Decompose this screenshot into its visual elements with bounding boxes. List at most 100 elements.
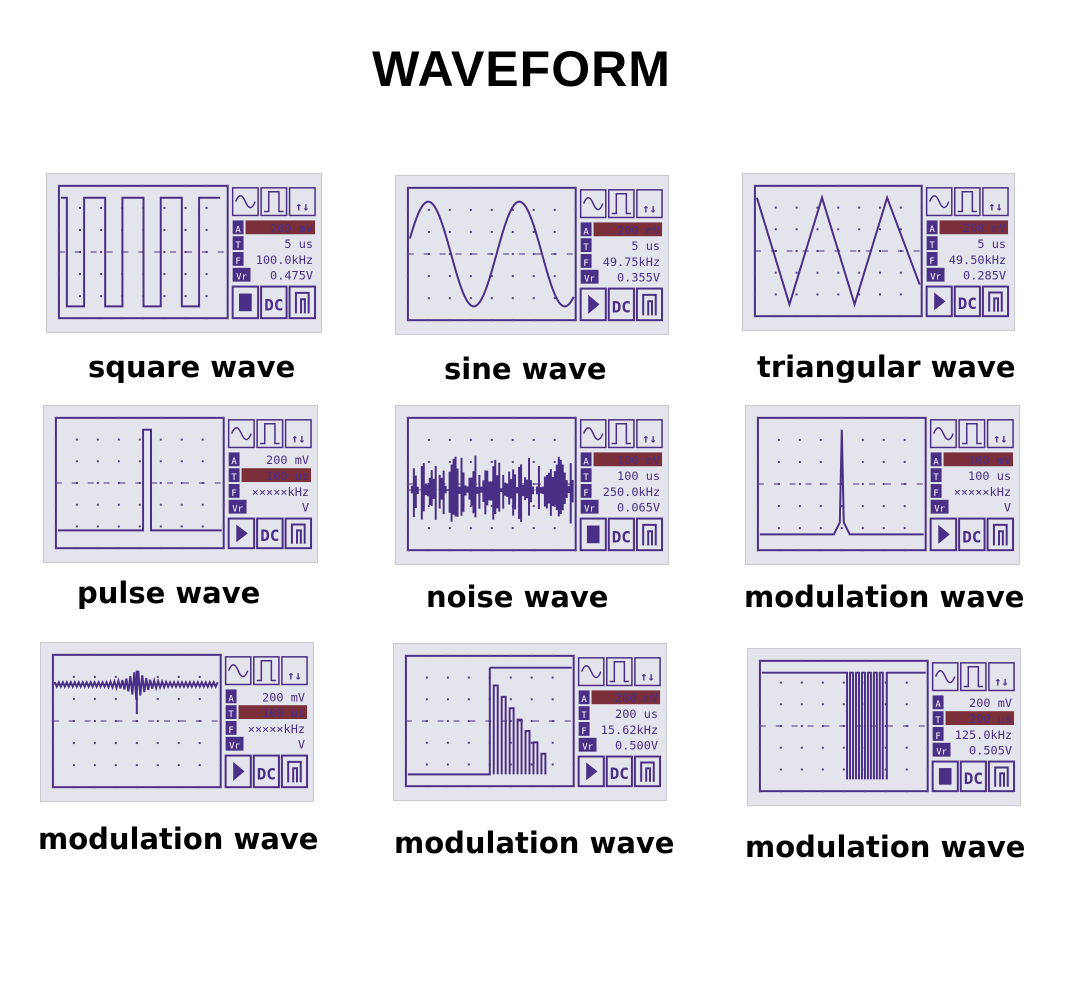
readout-tag [232,267,251,282]
dc-coupling-button[interactable]: DC [958,517,986,552]
dc-coupling-button[interactable]: DC [252,754,280,789]
svg-text:↑↓: ↑↓ [287,669,301,683]
readout-tag [232,220,244,235]
readout-tag [578,737,597,752]
readout-highlight [591,690,661,705]
waveform-caption: sine wave [444,352,607,386]
readout-value: 100 us [968,469,1011,483]
play-icon [938,524,950,544]
square-pulse-icon[interactable] [954,187,981,217]
readout-value: 5 us [631,239,660,253]
stop-icon [239,293,252,312]
sine-wave-icon[interactable] [579,419,607,449]
sine-wave-icon[interactable] [929,419,957,449]
play-button[interactable] [227,517,256,550]
readout-tag [578,706,590,721]
hold-icon[interactable] [633,755,662,788]
sine-wave-icon[interactable] [224,656,252,686]
readout-tag-label: F [228,726,233,736]
hold-icon[interactable] [987,760,1016,793]
square-pulse-icon[interactable] [606,657,633,687]
play-button[interactable] [929,517,958,552]
hold-icon[interactable] [981,285,1010,318]
dc-coupling-button[interactable]: DC [607,287,635,322]
dc-coupling-button[interactable]: DC [607,517,635,552]
up-down-arrows-icon[interactable]: ↑↓ [288,187,316,217]
square-pulse-icon[interactable] [958,419,986,449]
hold-icon[interactable] [635,287,664,322]
up-down-arrows-icon[interactable]: ↑↓ [284,419,312,449]
readout-tag [580,484,592,498]
readout-tag-label: F [235,257,240,267]
readout-value: 0.065V [617,501,660,515]
readout-tag-label: A [929,225,935,235]
dc-coupling-button[interactable]: DC [605,755,633,788]
readout-value: 5 us [284,237,313,251]
square-pulse-icon[interactable] [608,419,635,449]
play-button[interactable] [579,287,607,322]
readout-tag [930,468,942,483]
readout-tag [926,236,938,251]
waveform-trace [60,196,221,308]
sine-wave-icon[interactable] [227,419,255,449]
up-down-arrows-icon[interactable]: ↑↓ [634,657,661,687]
sine-wave-icon[interactable] [931,662,959,692]
sine-wave-icon[interactable] [579,189,607,219]
readout-tag-label: Vr [582,743,593,753]
readout-tag-label: T [228,710,234,720]
dc-coupling-button[interactable]: DC [953,285,981,318]
readout-time: T 5 us [926,236,1006,251]
dc-coupling-button[interactable]: DC [959,760,987,793]
play-button[interactable] [224,754,252,789]
waveform-caption: square wave [88,350,296,384]
up-down-arrows-icon[interactable]: ↑↓ [636,189,663,219]
readout-tag-label: T [581,711,587,721]
play-icon [934,292,946,311]
readout-value: 5 us [977,237,1006,251]
play-button[interactable] [577,755,605,788]
stop-button[interactable] [931,760,959,793]
readout-highlight [593,452,663,467]
stop-button[interactable] [579,517,607,552]
square-pulse-icon[interactable] [608,189,635,219]
up-down-arrows-icon[interactable]: ↑↓ [281,656,308,686]
square-pulse-icon[interactable] [260,187,288,217]
hold-icon[interactable] [986,517,1015,552]
play-icon [233,761,245,781]
waveform-trace [759,429,924,536]
readout-highlight [241,468,312,483]
stop-button[interactable] [231,285,260,320]
up-down-arrows-icon[interactable]: ↑↓ [988,662,1015,692]
up-down-arrows-icon[interactable]: ↑↓ [986,419,1014,449]
hold-icon[interactable] [284,517,313,550]
readout-tag [930,499,949,514]
up-down-arrows-icon[interactable]: ↑↓ [982,187,1009,217]
hold-icon[interactable] [280,754,309,789]
readout-value: 250.0kHz [603,485,660,499]
readout-tag [580,254,592,268]
sine-wave-icon[interactable] [577,657,605,687]
sine-wave-icon[interactable] [231,187,259,217]
hold-icon[interactable] [288,285,317,320]
dc-coupling-button[interactable]: DC [260,285,288,320]
readout-tag-label: T [929,241,935,251]
play-button[interactable] [925,285,953,318]
readout-tag-label: T [235,241,241,251]
readout-tag-label: A [933,457,939,467]
hold-icon[interactable] [635,517,664,552]
square-pulse-icon[interactable] [253,656,280,686]
up-down-arrows-icon[interactable]: ↑↓ [636,419,663,449]
readout-tag [930,452,942,467]
square-pulse-icon[interactable] [256,419,284,449]
dc-coupling-button[interactable]: DC [256,517,284,550]
sine-wave-icon[interactable] [925,187,953,217]
square-pulse-icon[interactable] [960,662,987,692]
